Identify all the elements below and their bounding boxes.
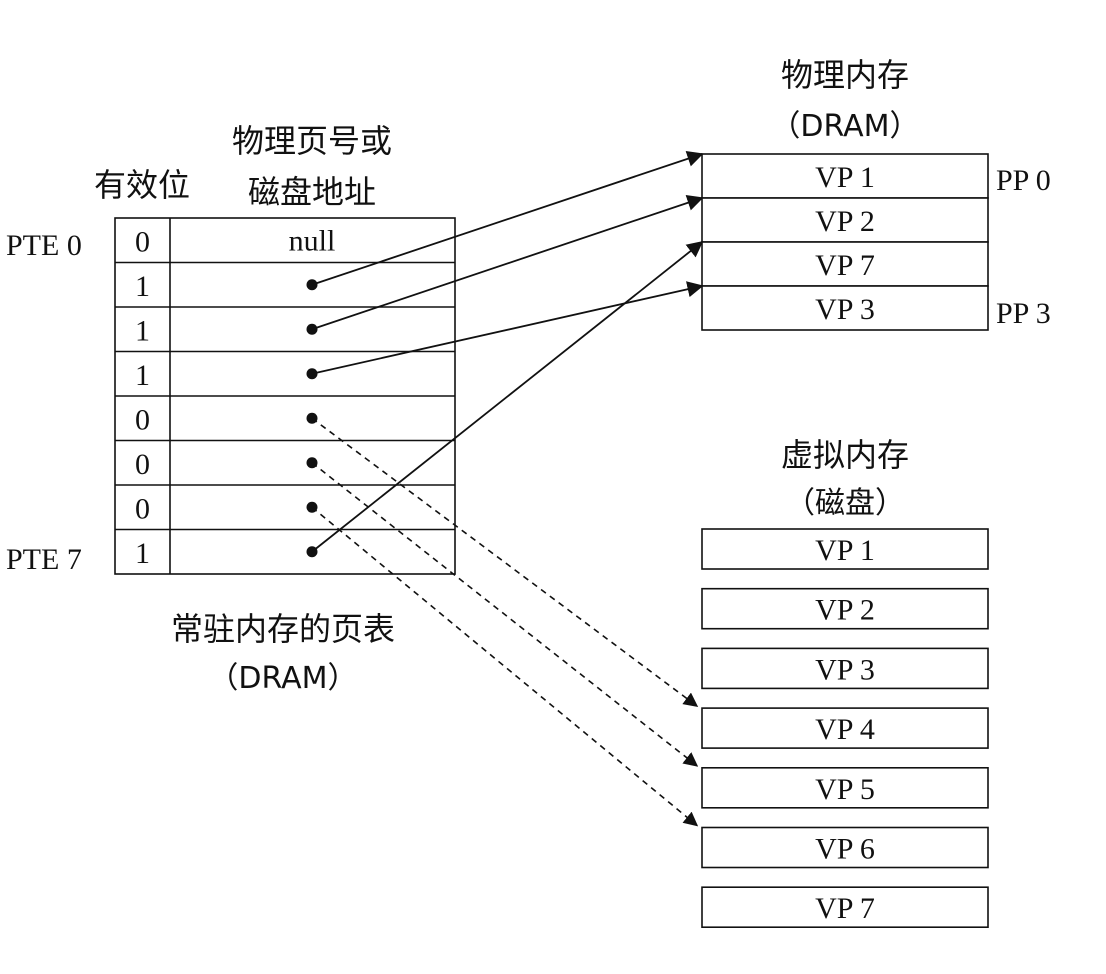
virtual-page-label: VP 1: [815, 534, 875, 567]
page-table: 0 null 1 1 1 0 0 0 1: [114, 217, 456, 575]
physical-page-slot: [701, 241, 989, 287]
pte-valid-bit: 0: [135, 403, 150, 436]
address-header-line1: 物理页号或: [232, 122, 392, 160]
virtual-page-slot: [701, 647, 989, 690]
disk-mapping-arrow: [311, 417, 699, 707]
virtual-page-slot: [701, 886, 989, 929]
pte-last-label: PTE 7: [6, 543, 82, 576]
mapping-arrows: [311, 150, 704, 827]
physical-page-label: VP 2: [815, 205, 875, 238]
page-table-caption-line2: （DRAM）: [208, 661, 357, 696]
physical-page-slot: [701, 153, 989, 199]
pte-valid-bit: 1: [135, 270, 150, 303]
virtual-page-label: VP 4: [815, 713, 875, 746]
virtual-page-label: VP 5: [815, 773, 875, 806]
virtual-page-label: VP 7: [815, 892, 875, 925]
virtual-page-slot: [701, 826, 989, 869]
physical-page-label: VP 7: [815, 249, 875, 282]
virtual-page-slot: [701, 528, 989, 570]
virtual-memory-title-line1: 虚拟内存: [781, 436, 909, 474]
dram-mapping-arrow: [311, 194, 704, 331]
pte-address: null: [289, 224, 336, 257]
pp-last-label: PP 3: [996, 297, 1051, 330]
virtual-memory-title-line2: （磁盘）: [785, 486, 905, 521]
virtual-page-label: VP 3: [815, 653, 875, 686]
virtual-memory: VP 1 VP 2 VP 3 VP 4 VP 5 VP 6 VP 7: [701, 528, 989, 929]
pte-first-label: PTE 0: [6, 229, 82, 262]
physical-page-slot: [701, 197, 989, 243]
virtual-page-label: VP 2: [815, 594, 875, 627]
dram-mapping-arrow: [311, 240, 704, 553]
virtual-page-slot: [701, 766, 989, 809]
address-header-line2: 磁盘地址: [248, 173, 376, 211]
virtual-page-label: VP 6: [815, 833, 875, 866]
physical-page-label: VP 1: [815, 161, 875, 194]
dram-mapping-arrow: [311, 281, 704, 375]
pte-valid-bit: 1: [135, 314, 150, 347]
pte-valid-bit: 0: [135, 225, 150, 258]
physical-memory-title-line2: （DRAM）: [770, 109, 919, 144]
pte-valid-bit: 0: [135, 492, 150, 525]
pte-valid-bit: 1: [135, 537, 150, 570]
physical-memory: VP 1 VP 2 VP 7 VP 3: [701, 153, 989, 331]
valid-bit-header: 有效位: [94, 166, 190, 204]
dram-mapping-arrow: [311, 150, 704, 286]
physical-memory-title-line1: 物理内存: [781, 56, 909, 94]
pte-valid-bit: 0: [135, 448, 150, 481]
physical-page-label: VP 3: [815, 293, 875, 326]
physical-page-slot: [701, 285, 989, 331]
page-table-caption-line1: 常驻内存的页表: [171, 610, 395, 648]
pp-first-label: PP 0: [996, 164, 1051, 197]
pte-valid-bit: 1: [135, 359, 150, 392]
virtual-page-slot: [701, 707, 989, 749]
virtual-page-slot: [701, 587, 989, 630]
disk-mapping-arrow: [311, 462, 699, 767]
